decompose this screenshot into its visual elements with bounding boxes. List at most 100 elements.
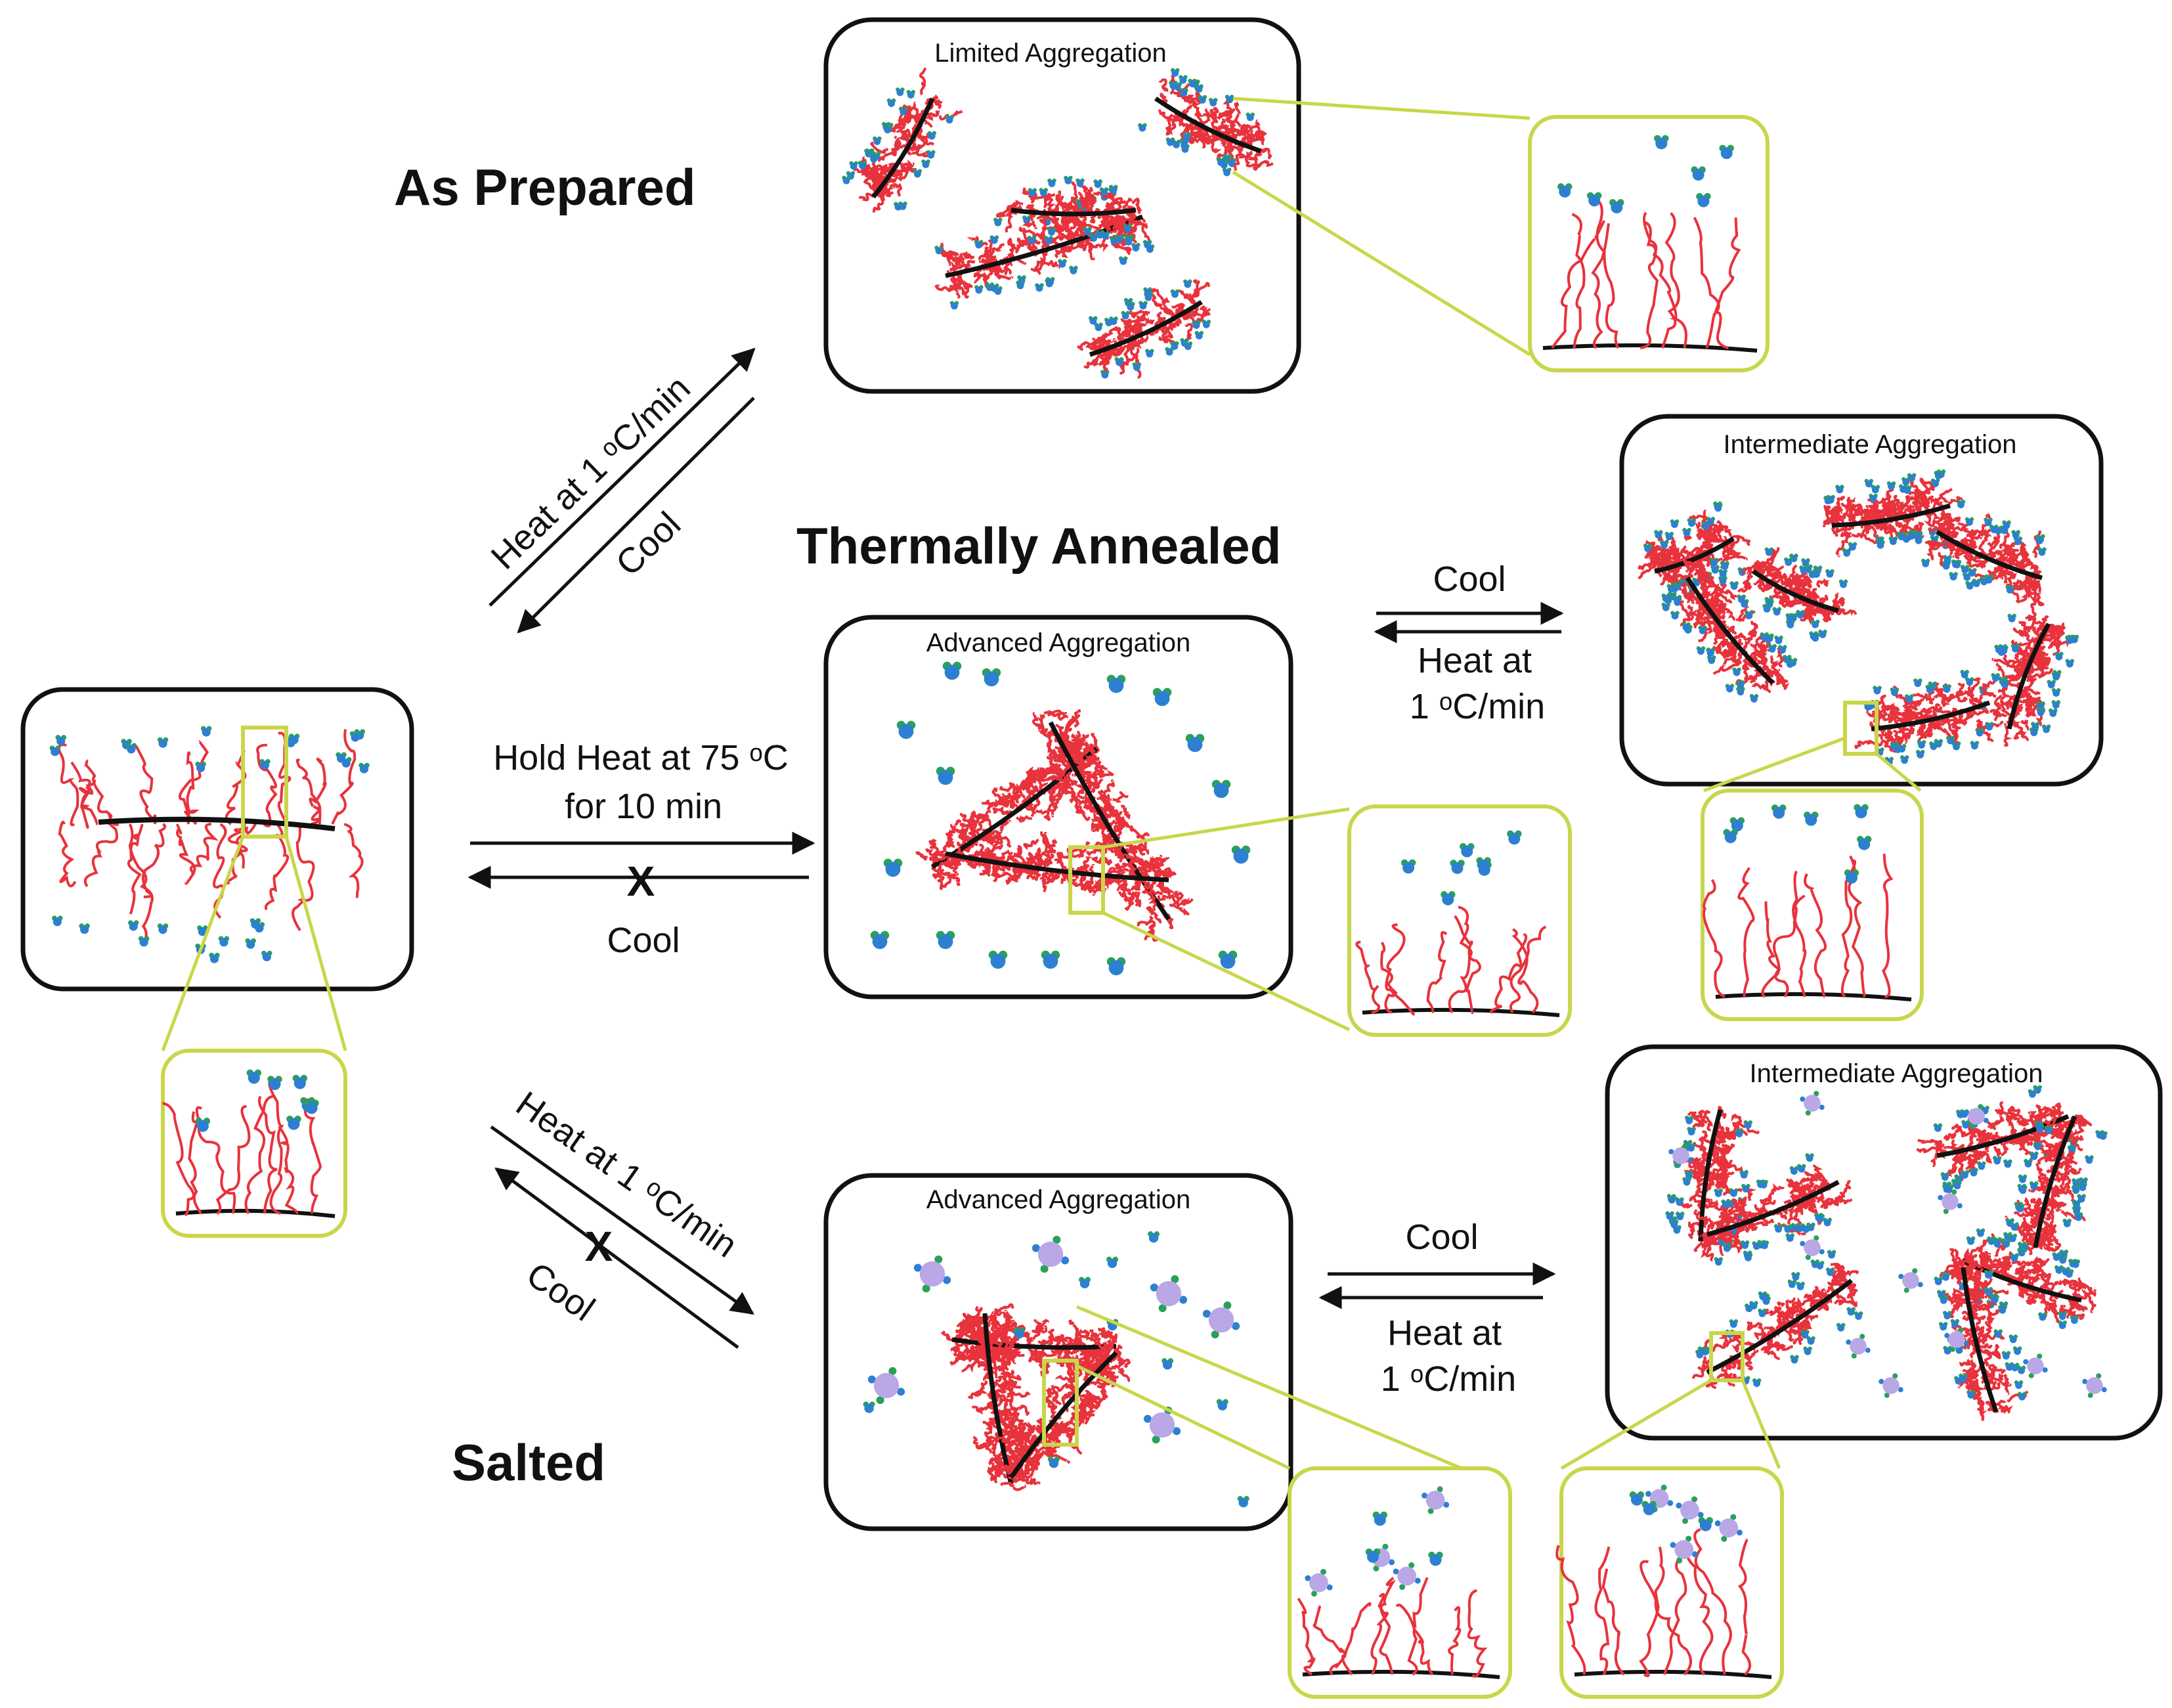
polymer-chain xyxy=(1743,663,1750,683)
polymer-chain xyxy=(2032,582,2045,607)
counterion-icon xyxy=(1736,687,1745,696)
counterion-icon xyxy=(1943,555,1952,564)
polymer-chain xyxy=(1120,804,1131,820)
polymer-chain xyxy=(1813,1290,1830,1300)
counterion-icon xyxy=(1064,175,1073,185)
counterion-icon xyxy=(2051,672,2061,681)
counterion-icon xyxy=(138,936,150,947)
counterion-icon xyxy=(1854,1311,1863,1320)
polymer-chain xyxy=(1999,1101,2004,1122)
counterion-icon xyxy=(1126,301,1135,311)
polymer-chain xyxy=(976,1330,986,1340)
polymer-chain xyxy=(303,1098,322,1214)
polymer-chain xyxy=(1232,101,1241,123)
polymer-chain xyxy=(1951,1124,1966,1137)
polymer-chain xyxy=(1900,505,1915,516)
polymer-chain xyxy=(2010,639,2024,654)
counterion-icon xyxy=(2000,679,2009,688)
salt-ion-icon xyxy=(1714,1514,1743,1542)
polymer-chain xyxy=(1791,582,1812,592)
counterion-icon xyxy=(988,950,1008,969)
polymer-chain xyxy=(1741,1198,1751,1221)
counterion-icon xyxy=(1686,1143,1696,1152)
polymer-chain xyxy=(1783,573,1804,584)
counterion-icon xyxy=(2051,700,2061,709)
polymer-chain xyxy=(309,757,327,825)
polymer-chain xyxy=(1178,115,1186,127)
polymer-chain xyxy=(1131,198,1142,215)
counterion-icon xyxy=(1222,167,1232,177)
arrow-label: Cool xyxy=(1405,1217,1478,1257)
counterion-icon xyxy=(2017,1391,2027,1401)
counterion-icon xyxy=(1873,686,1882,695)
polymer-chain xyxy=(1697,1355,1709,1372)
polymer-chain xyxy=(1086,1329,1097,1342)
counterion-icon xyxy=(1682,527,1691,536)
polymer-chain xyxy=(1257,147,1272,160)
polymer-chain xyxy=(1773,588,1788,608)
polymer-chain xyxy=(1770,655,1781,670)
polymer-chain xyxy=(1638,563,1659,571)
counterion-icon xyxy=(1698,1517,1713,1531)
counterion-icon xyxy=(1968,567,1977,577)
polymer-chain xyxy=(1962,532,1982,552)
salt-ion-icon xyxy=(1846,1334,1871,1359)
counterion-icon xyxy=(1785,1233,1794,1242)
polymer-chain xyxy=(1024,236,1038,250)
polymer-chain xyxy=(1917,504,1933,527)
counterion-icon xyxy=(1764,547,1773,556)
counterion-icon xyxy=(2085,1155,2094,1164)
counterion-icon xyxy=(1217,157,1226,166)
polymer-chain xyxy=(1787,595,1798,609)
counterion-icon xyxy=(1789,1166,1799,1175)
polymer-chain xyxy=(1770,1341,1789,1351)
polymer-chain xyxy=(1043,831,1054,850)
counterion-icon xyxy=(974,240,984,249)
salt-ion-icon xyxy=(1668,1143,1693,1168)
polymer-chain xyxy=(1988,536,2000,558)
zoom-inset-initial xyxy=(161,836,347,1238)
polymer-chain xyxy=(1160,307,1176,317)
counterion-icon xyxy=(1723,829,1738,844)
polymer-chain xyxy=(1467,1589,1488,1678)
polymer-chain xyxy=(1759,1195,1772,1206)
counterion-icon xyxy=(1934,1277,1944,1286)
polymer-chain xyxy=(1379,1577,1396,1675)
polymer-chain xyxy=(998,1339,1016,1349)
polymer-chain xyxy=(1849,1292,1857,1307)
arrow-label: Cool xyxy=(609,504,689,583)
counterion-icon xyxy=(1997,1305,2007,1314)
counterion-icon xyxy=(2018,1174,2028,1183)
polymer-chain xyxy=(963,283,970,299)
counterion-icon xyxy=(1684,1115,1694,1125)
polymer-chain xyxy=(988,1415,1007,1428)
polymer-chain xyxy=(1077,846,1085,859)
counterion-icon xyxy=(1897,531,1906,540)
polymer-chain xyxy=(1217,108,1236,120)
counterion-icon xyxy=(1801,558,1810,567)
polymer-chain xyxy=(928,839,938,847)
counterion-icon xyxy=(1131,242,1140,252)
polymer-chain xyxy=(1062,772,1072,787)
polymer-chain xyxy=(1704,571,1714,586)
polymer-chain xyxy=(1034,860,1053,868)
polymer-chain xyxy=(1639,1546,1665,1678)
counterion-icon xyxy=(1898,484,1908,493)
counterion-icon xyxy=(1100,370,1110,379)
counterion-icon xyxy=(1796,1223,1805,1233)
counterion-icon xyxy=(1208,98,1218,107)
polymer-chain xyxy=(1079,1398,1095,1408)
counterion-icon xyxy=(1035,283,1044,292)
counterion-icon xyxy=(1752,1378,1762,1388)
polymer-chain xyxy=(995,1330,1008,1340)
polymer-chain xyxy=(1994,1108,2012,1121)
polymer-chain xyxy=(931,94,942,110)
polymer-chain xyxy=(987,1325,1000,1344)
counterion-icon xyxy=(1998,644,2007,653)
polymer-chain xyxy=(1935,1142,1945,1155)
polymer-chain xyxy=(1370,1592,1389,1675)
counterion-icon xyxy=(1675,1197,1684,1206)
polymer-chain xyxy=(1119,352,1129,375)
polymer-chain xyxy=(1098,1326,1112,1334)
